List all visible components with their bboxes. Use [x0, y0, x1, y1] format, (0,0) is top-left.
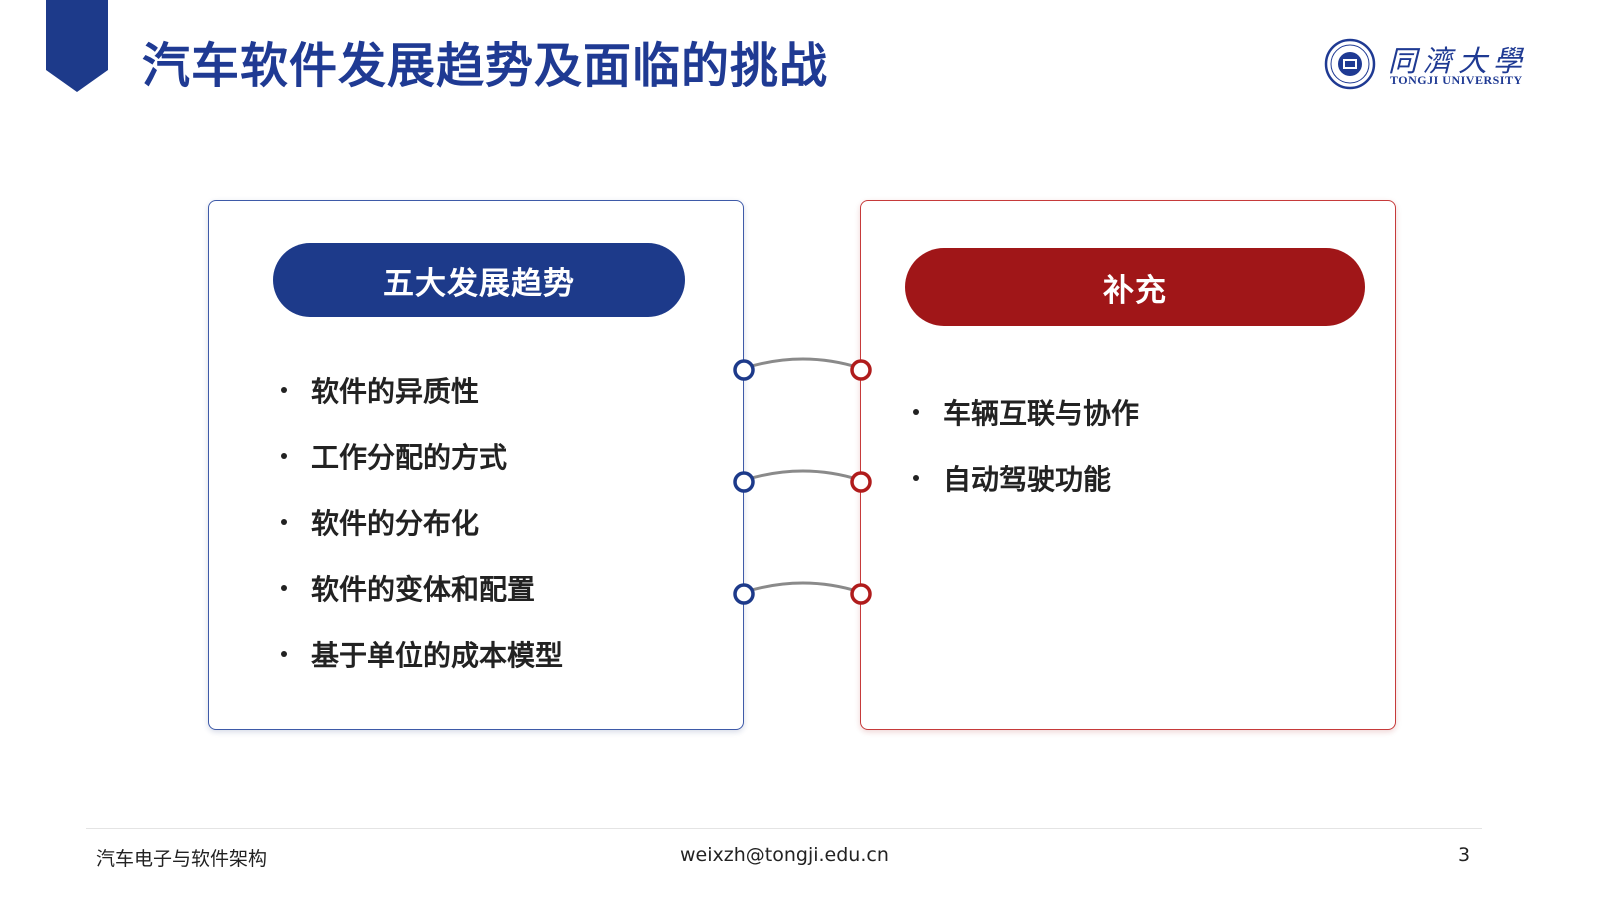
list-item-text: 软件的异质性 — [311, 375, 480, 408]
list-item: 自动驾驶功能 — [913, 445, 1139, 511]
list-item-text: 基于单位的成本模型 — [311, 639, 564, 672]
bullet-icon — [913, 409, 919, 415]
footer-course-name: 汽车电子与软件架构 — [96, 848, 268, 870]
page-number: 3 — [1458, 844, 1471, 866]
panel-connectors — [733, 357, 872, 605]
bullet-icon — [281, 387, 287, 393]
list-item-text: 软件的变体和配置 — [311, 573, 536, 606]
university-name-cn: 同濟大學 — [1388, 44, 1529, 78]
list-item: 工作分配的方式 — [281, 423, 563, 489]
university-seal-icon — [1324, 38, 1376, 90]
link-connector-icon — [733, 581, 872, 605]
bookmark-tab-icon — [46, 0, 108, 92]
footer-divider — [86, 828, 1482, 829]
bullet-icon — [281, 651, 287, 657]
university-logo: 同濟大學 TONGJI UNIVERSITY — [1324, 38, 1534, 94]
page-title: 汽车软件发展趋势及面临的挑战 — [142, 38, 829, 94]
bullet-icon — [913, 475, 919, 481]
bullet-icon — [281, 585, 287, 591]
bullet-icon — [281, 519, 287, 525]
university-name-en: TONGJI UNIVERSITY — [1390, 73, 1523, 87]
list-item-text: 自动驾驶功能 — [943, 463, 1112, 496]
trends-list: 软件的异质性 工作分配的方式 软件的分布化 软件的变体和配置 基于单位的成本模型 — [281, 357, 563, 687]
supplement-list: 车辆互联与协作 自动驾驶功能 — [913, 379, 1139, 511]
list-item: 车辆互联与协作 — [913, 379, 1139, 445]
list-item-text: 软件的分布化 — [311, 507, 480, 540]
list-item-text: 车辆互联与协作 — [943, 397, 1140, 430]
supplement-heading: 补充 — [905, 248, 1365, 326]
list-item: 软件的变体和配置 — [281, 555, 563, 621]
list-item: 基于单位的成本模型 — [281, 621, 563, 687]
supplement-panel: 补充 车辆互联与协作 自动驾驶功能 — [860, 200, 1396, 730]
list-item: 软件的分布化 — [281, 489, 563, 555]
list-item: 软件的异质性 — [281, 357, 563, 423]
trends-panel: 五大发展趋势 软件的异质性 工作分配的方式 软件的分布化 软件的变体和配置 基于… — [208, 200, 744, 730]
list-item-text: 工作分配的方式 — [311, 441, 508, 474]
link-connector-icon — [733, 357, 872, 381]
bullet-icon — [281, 453, 287, 459]
trends-heading: 五大发展趋势 — [273, 243, 685, 317]
footer-email: weixzh@tongji.edu.cn — [680, 844, 889, 866]
link-connector-icon — [733, 469, 872, 493]
